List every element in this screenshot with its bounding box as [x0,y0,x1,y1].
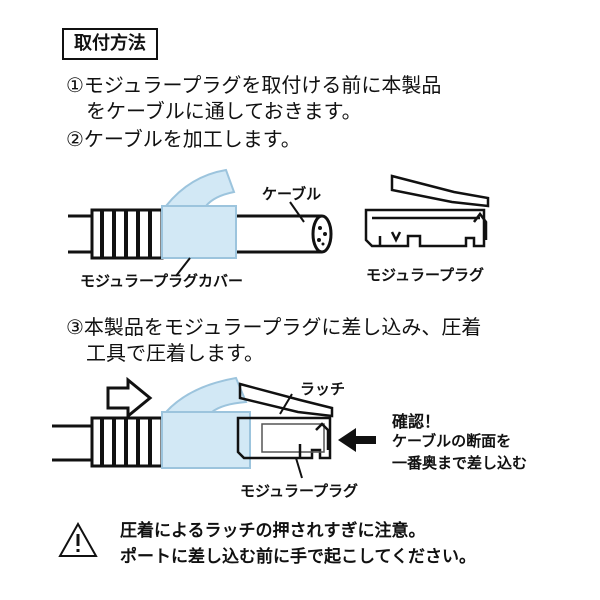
step-2-line1: ②ケーブルを加工します。 [66,127,301,151]
plug-cover-illustration [90,168,237,277]
cable-end-arrow-icon [338,428,376,452]
step-3-line1: ③本製品をモジュラープラグに差し込み、圧着 [66,315,482,339]
step-1-line2: をケーブルに通しておきます。 [86,99,362,123]
assembled-cover-illustration [90,376,251,469]
caution-text: 圧着によるラッチの押されすぎに注意。 ポートに差し込む前に手で起こしてください。 [120,518,476,570]
step-1-line1: ①モジュラープラグを取付ける前に本製品 [66,73,442,97]
caution-line1: 圧着によるラッチの押されすぎに注意。 [120,521,426,541]
cable-leader-line [289,201,305,223]
cable-label: ケーブル [262,185,322,203]
step-3-line2: 工具で圧着します。 [86,341,264,365]
check-line2: 一番奥まで差し込む [392,454,528,472]
cover-label: モジュラープラグカバー [80,272,244,290]
plug-label-1: モジュラープラグ [366,266,485,284]
check-title: 確認！ [392,412,441,431]
insert-arrow-icon [106,376,153,420]
inserted-plug-illustration [236,382,334,460]
latch-label: ラッチ [300,380,346,398]
step-3: ③本製品をモジュラープラグに差し込み、圧着 工具で圧着します。 [66,314,481,366]
step-2: ②ケーブルを加工します。 [66,126,301,152]
section-title: 取付方法 [62,28,158,60]
step-1: ①モジュラープラグを取付ける前に本製品 をケーブルに通しておきます。 [66,72,441,124]
warning-triangle-icon [58,522,98,557]
plug-label-2: モジュラープラグ [240,482,359,500]
modular-plug-illustration [364,174,490,248]
check-line1: ケーブルの断面を [392,432,512,450]
caution-line2: ポートに差し込む前に手で起こしてください。 [120,547,476,567]
